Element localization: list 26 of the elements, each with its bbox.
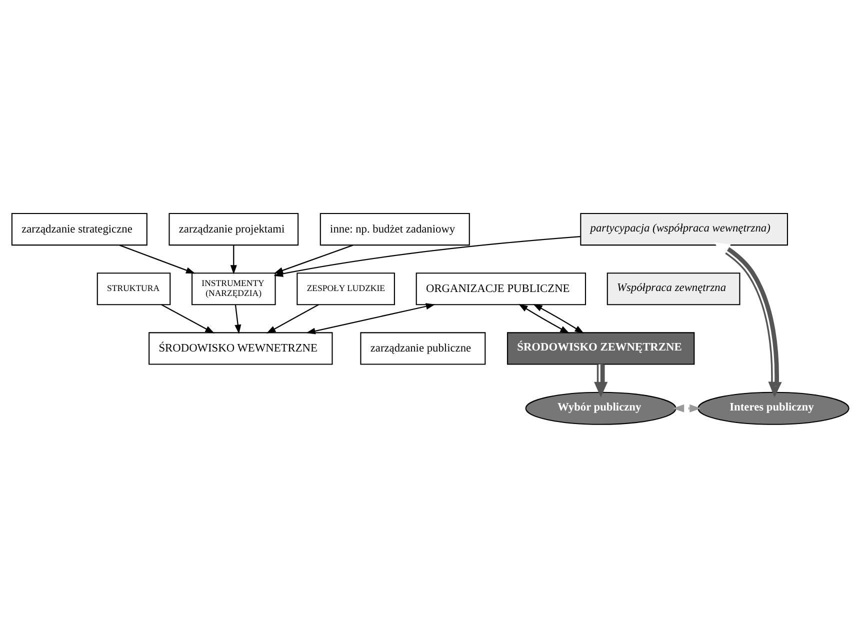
node-box: zarządzanie projektami bbox=[168, 212, 299, 246]
node-box: ZESPOŁY LUDZKIE bbox=[296, 272, 395, 305]
arrow bbox=[234, 304, 242, 334]
arrow bbox=[161, 304, 214, 333]
node-box: Współpraca zewnętrzna bbox=[606, 272, 740, 305]
arrow bbox=[672, 404, 702, 412]
arrow bbox=[266, 304, 319, 333]
node-box: STRUKTURA bbox=[96, 272, 171, 305]
node-box: partycypacja (współpraca wewnętrzna) bbox=[580, 212, 788, 246]
arrow bbox=[533, 303, 584, 334]
node-ellipse: Interes publiczny bbox=[698, 391, 850, 424]
node-box: zarządzanie publiczne bbox=[360, 332, 486, 364]
node-ellipse: Wybór publiczny bbox=[525, 391, 676, 424]
node-box: ŚRODOWISKO ZEWNĘTRZNE bbox=[506, 332, 695, 364]
arrow bbox=[119, 244, 196, 274]
arrow bbox=[518, 303, 570, 333]
node-box: ORGANIZACJE PUBLICZNE bbox=[416, 272, 586, 305]
arrow bbox=[274, 244, 354, 274]
node-box: zarządzanie strategiczne bbox=[11, 212, 148, 246]
arrow bbox=[306, 302, 436, 334]
arrow bbox=[714, 242, 782, 397]
node-box: inne: np. budżet zadaniowy bbox=[320, 212, 470, 246]
node-box: ŚRODOWISKO WEWNETRZNE bbox=[148, 332, 333, 364]
arrow bbox=[230, 244, 237, 274]
node-box: INSTRUMENTY (NARZĘDZIA) bbox=[192, 272, 276, 305]
arrow bbox=[594, 364, 608, 397]
